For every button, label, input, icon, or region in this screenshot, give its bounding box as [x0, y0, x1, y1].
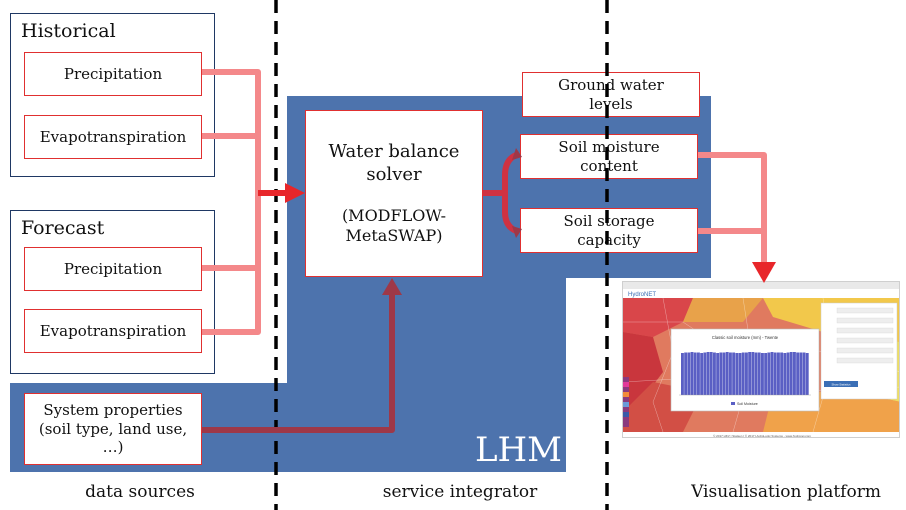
forecast-evapotranspiration-label: Evapotranspiration	[39, 321, 187, 340]
historical-evapotranspiration-box: Evapotranspiration	[24, 115, 202, 159]
popup-bar	[684, 352, 688, 395]
popup-bar	[805, 353, 809, 395]
popup-title: Classic soil moisture (mm) - Twente	[712, 335, 779, 340]
soil-moisture-line2: content	[580, 156, 638, 175]
groundwater-levels-box: Ground water levels	[522, 72, 700, 117]
lhm-region-lower	[287, 276, 566, 472]
popup-bar	[729, 352, 732, 395]
popup-bar	[767, 352, 771, 395]
label-visualisation-platform: Visualisation platform	[691, 482, 881, 502]
popup-bar	[748, 352, 752, 395]
groundwater-line2: levels	[589, 94, 633, 113]
popup-bar	[732, 352, 736, 395]
popup-bar	[757, 352, 761, 395]
soil-moisture-box: Soil moisture content	[520, 134, 698, 179]
popup-bar	[681, 353, 684, 395]
forecast-title: Forecast	[21, 217, 105, 239]
popup-bar	[764, 353, 768, 395]
outputs-to-platform	[698, 152, 767, 262]
historical-precipitation-label: Precipitation	[63, 64, 163, 83]
popup-bar	[799, 352, 803, 395]
popup-bar	[687, 352, 691, 395]
popup-bar	[786, 352, 790, 395]
historical-title: Historical	[21, 20, 116, 42]
forecast-precipitation-box: Precipitation	[24, 247, 202, 291]
popup-legend: Soil Moisture	[737, 402, 758, 406]
platform-arrowhead	[752, 262, 776, 283]
popup-bar	[713, 352, 716, 395]
screenshot-footer: © 2017 HKV | Statsen | © 2017 HydroLogic…	[713, 434, 811, 438]
popup-bar	[735, 353, 739, 395]
popup-bar	[770, 352, 774, 395]
popup-bar	[780, 352, 784, 395]
sidebar-button-text: Show Statistics	[832, 383, 852, 387]
screenshot-drawing: HydroNET Classic soil moisture (mm) - Tw…	[623, 282, 899, 438]
solver-to-outputs	[483, 151, 521, 235]
soil-storage-line1: Soil storage	[563, 211, 655, 230]
popup-bar	[751, 352, 755, 395]
system-properties-line2: (soil type, land use,	[38, 419, 188, 438]
soil-storage-line2: capacity	[577, 230, 641, 249]
popup-bar	[773, 352, 777, 395]
label-service-integrator: service integrator	[382, 482, 538, 502]
popup-bar	[719, 352, 723, 395]
system-arrowhead	[382, 278, 402, 295]
forecast-precipitation-label: Precipitation	[63, 259, 163, 278]
forecast-evapotranspiration-box: Evapotranspiration	[24, 309, 202, 353]
lhm-label: LHM	[474, 430, 562, 470]
popup-bar	[741, 352, 745, 395]
popup-bars	[681, 352, 809, 395]
solver-line2: solver	[366, 163, 422, 185]
popup-bar	[703, 352, 707, 395]
popup-bar	[706, 352, 710, 395]
groundwater-line1: Ground water	[558, 75, 664, 94]
popup-bar	[716, 353, 720, 395]
popup-bar	[725, 352, 729, 395]
soil-storage-box: Soil storage capacity	[520, 208, 698, 253]
system-properties-line3: …)	[102, 438, 124, 457]
popup-bar	[796, 352, 800, 395]
visualisation-screenshot: HydroNET Classic soil moisture (mm) - Tw…	[622, 281, 900, 438]
soil-moisture-line1: Soil moisture	[558, 137, 660, 156]
popup-bar	[761, 353, 764, 395]
popup-bar	[697, 352, 700, 395]
input-connectors	[202, 69, 261, 335]
popup-bar	[789, 352, 793, 395]
historical-precipitation-box: Precipitation	[24, 52, 202, 96]
water-balance-solver-box: Water balance solver (MODFLOW- MetaSWAP)	[305, 110, 483, 277]
popup-bar	[690, 352, 694, 395]
system-properties-box: System properties (soil type, land use, …	[24, 393, 202, 465]
popup-bar	[777, 352, 780, 395]
popup-bar	[738, 353, 742, 395]
system-properties-line1: System properties	[43, 400, 183, 419]
popup-bar	[802, 352, 806, 395]
popup-bar	[754, 352, 758, 395]
popup-bar	[783, 353, 787, 395]
input-arrowhead	[285, 183, 305, 203]
popup-bar	[745, 352, 748, 395]
solver-line3: (MODFLOW-	[341, 206, 447, 225]
popup-bar	[793, 352, 796, 395]
solver-line4: MetaSWAP)	[345, 226, 443, 245]
historical-evapotranspiration-label: Evapotranspiration	[39, 127, 187, 146]
popup-bar	[693, 352, 697, 395]
screenshot-brand: HydroNET	[628, 292, 656, 298]
label-data-sources: data sources	[85, 482, 195, 502]
popup-bar	[722, 352, 726, 395]
popup-bar	[709, 352, 713, 395]
dashed-separators	[274, 0, 609, 510]
system-to-solver-arrow	[202, 292, 395, 433]
solver-line1: Water balance	[328, 141, 460, 162]
popup-bar	[700, 353, 704, 395]
